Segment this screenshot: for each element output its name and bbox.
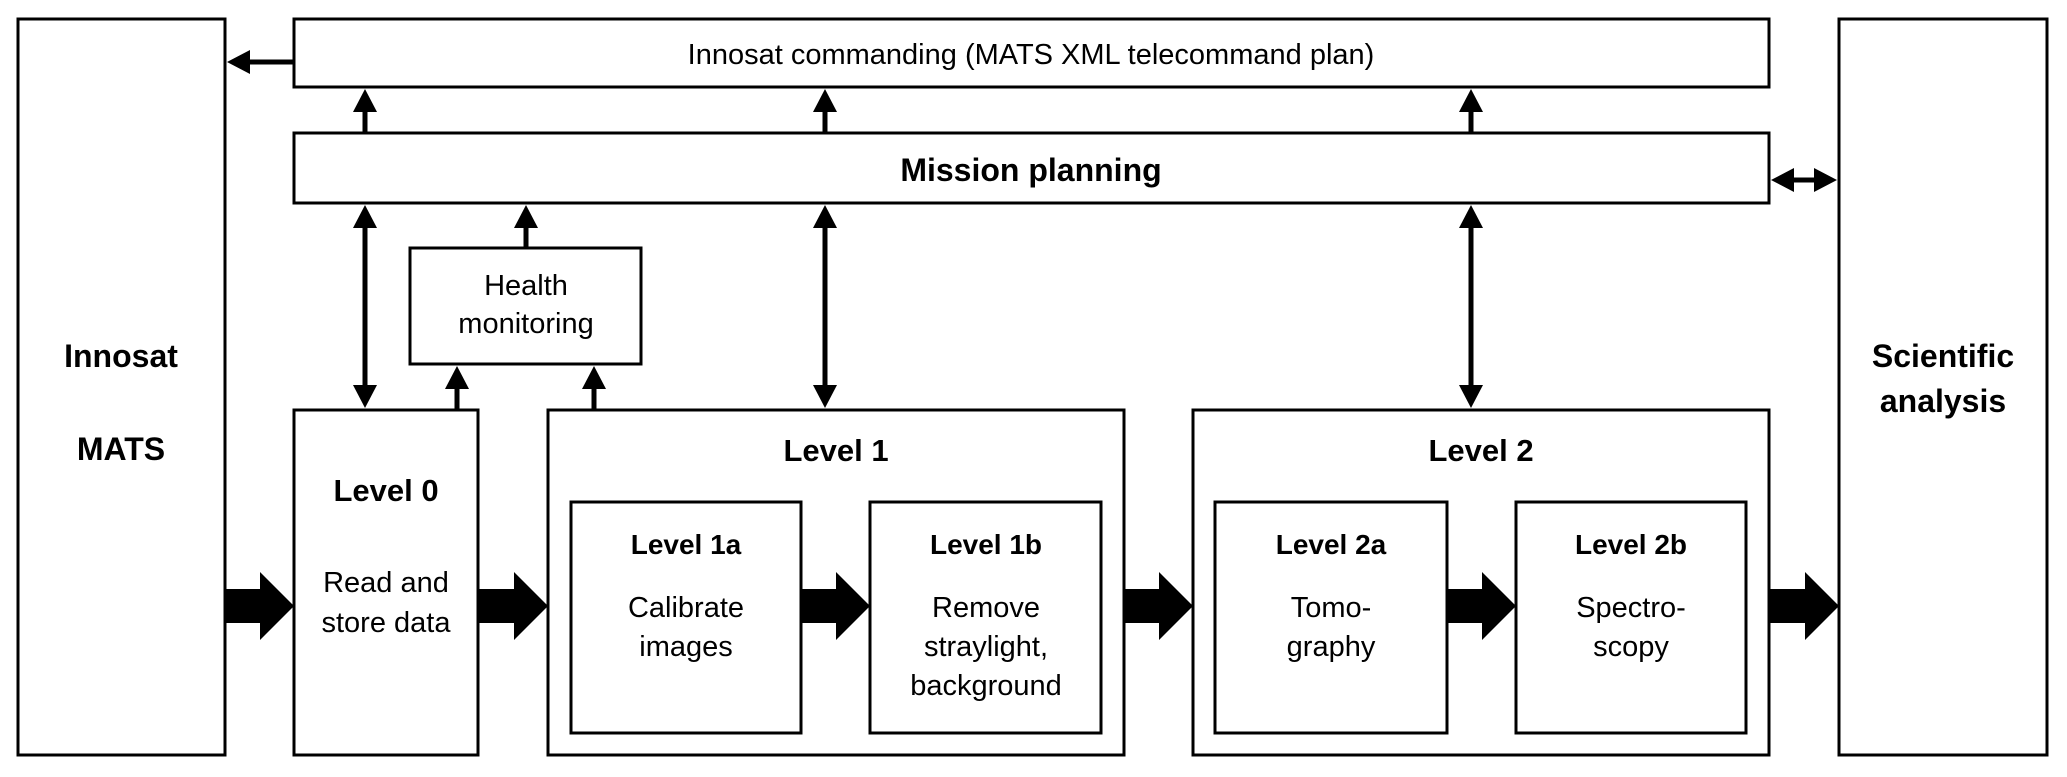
monitoring-label: monitoring [458,308,593,340]
level0-line1: Read and [323,567,449,599]
mats-label: MATS [77,431,165,467]
level1a-line1: Calibrate [628,592,744,624]
arrow-mp-level0-bidirectional [353,205,377,408]
level1b-line2: straylight, [924,631,1048,663]
arrow-health-to-mp [514,205,538,248]
arrow-level0-to-health [445,366,469,410]
health-monitoring-block: Health monitoring [408,246,643,366]
analysis-label: analysis [1880,383,2006,419]
level1a-title: Level 1a [631,529,742,560]
level2b-line1: Spectro- [1576,592,1686,624]
innosat-label: Innosat [64,338,178,374]
level1b-box [868,500,1103,735]
data-flow-arrows [225,572,1839,640]
level2a-box [1213,500,1449,735]
arrow-mp-scientific-bidirectional [1771,168,1837,192]
level2b-title: Level 2b [1575,529,1687,560]
commanding-box [292,17,1771,89]
arrow-mp-to-commanding-1 [353,89,377,133]
health-box [408,246,643,366]
level0-line2: store data [322,607,452,639]
level2a-title: Level 2a [1276,529,1387,560]
scientific-box [1837,17,2049,757]
level1b-line3: background [910,670,1062,702]
commanding-block: Innosat commanding (MATS XML telecommand… [292,17,1771,89]
level1-title: Level 1 [783,433,888,468]
arrow-level1-to-health [582,366,606,410]
level1a-box [569,500,803,735]
flow-arrow-level1a-to-level1b [801,572,870,640]
innosat-box [16,17,227,757]
level1b-title: Level 1b [930,529,1042,560]
scientific-analysis-block: Scientific analysis [1837,17,2049,757]
innosat-mats-block: Innosat MATS [16,17,227,757]
scientific-label: Scientific [1872,338,2014,374]
mission-planning-block: Mission planning [292,131,1771,205]
level2b-line2: scopy [1593,631,1669,663]
commanding-label: Innosat commanding (MATS XML telecommand… [688,39,1375,71]
level0-box [292,408,480,757]
level2b-box [1514,500,1748,735]
connector-arrows [227,50,1837,410]
mission-planning-label: Mission planning [900,152,1161,188]
flow-arrow-level0-to-level1 [478,572,548,640]
level1a-line2: images [639,631,733,663]
arrow-mp-level1-bidirectional [813,205,837,408]
level1b-line1: Remove [932,592,1040,624]
flow-arrow-level2a-to-level2b [1447,572,1516,640]
mission-planning-box [292,131,1771,205]
level0-title: Level 0 [333,473,438,508]
level2-title: Level 2 [1428,433,1533,468]
arrow-commanding-to-innosat [227,50,294,74]
flow-arrow-level1-to-level2 [1124,572,1193,640]
arrow-mp-level2-bidirectional [1459,205,1483,408]
level0-block: Level 0 Read and store data [292,408,480,757]
level2-block: Level 2 Level 2a Tomo- graphy Level 2b S… [1191,408,1771,757]
level2a-line2: graphy [1287,631,1376,663]
health-label: Health [484,270,568,302]
arrow-mp-to-commanding-3 [1459,89,1483,133]
level2a-line1: Tomo- [1291,592,1372,624]
arrow-mp-to-commanding-2 [813,89,837,133]
flow-arrow-level2-to-scientific [1769,572,1839,640]
flow-arrow-innosat-to-level0 [225,572,294,640]
